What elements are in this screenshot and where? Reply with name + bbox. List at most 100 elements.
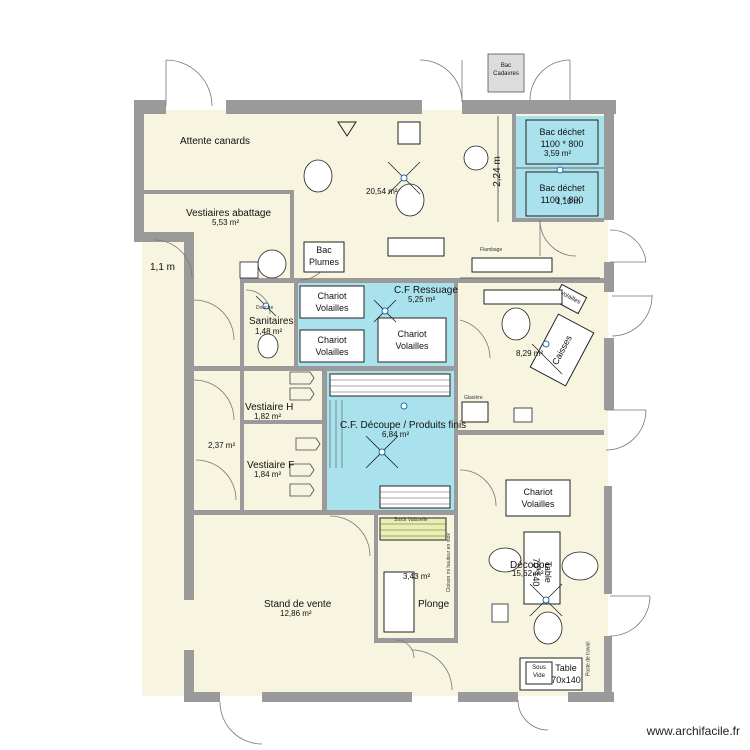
wall-right-3: [604, 338, 614, 410]
bac-dechet-1-line1: Bac déchet: [539, 127, 585, 137]
wall-bottom-2: [262, 692, 412, 702]
sink-attente-2: [395, 183, 425, 217]
sous-vide-line1: Sous: [532, 665, 546, 671]
room-plumage-area: 8,29 m²: [516, 349, 544, 358]
sink-decoupe-2: [561, 551, 599, 581]
chariot-4-label: Chariot Volailles: [506, 486, 570, 510]
flambage-label: Flambage: [480, 247, 503, 253]
wall-int-6: [454, 282, 458, 638]
sinks: [239, 145, 599, 645]
bac-dechet-2-line1: Bac déchet: [539, 183, 585, 193]
bac-cadavres-label: Bac Cadavres: [488, 62, 524, 78]
plonge-sink: [383, 571, 415, 633]
bac-dechet-1-line2: 1100 * 800: [540, 139, 584, 150]
chariot-2-box: [299, 329, 365, 363]
sous-vide-label: Sous Vide: [526, 664, 552, 680]
wall-int-14: [512, 112, 516, 220]
room-stand-vente-area: 12,86 m²: [280, 609, 312, 618]
sink-round-1: [463, 145, 489, 171]
dimension-door-width: 2,24 m: [491, 156, 503, 187]
wall-left-low: [184, 650, 194, 700]
room-decoupe-area: 15,62 m²: [512, 569, 544, 578]
wall-int-2: [290, 192, 294, 282]
shelf-stripes: [329, 379, 450, 537]
bac-plumes-label: Bac Plumes: [304, 244, 344, 268]
table-bottom-label: Table 70x140: [548, 662, 584, 686]
table-decoupe-line1: Table: [543, 561, 554, 583]
chariot-4-box: [505, 479, 571, 517]
wall-left-mid: [184, 240, 194, 600]
room-attente-canards-name: Attente canards: [180, 136, 251, 147]
bac-cadavres-line1: Bac: [500, 63, 512, 69]
wall-top-mid: [226, 100, 422, 114]
wall-bottom-3: [458, 692, 518, 702]
bac-dechet-1-box: [525, 119, 599, 165]
wall-int-5: [294, 282, 298, 368]
wall-int-11: [374, 512, 378, 642]
wall-right-5: [604, 636, 612, 700]
chariot-2-label: Chariot Volailles: [300, 334, 364, 358]
flambage-table: [471, 257, 553, 273]
chariot-2-line2: Volailles: [315, 347, 349, 358]
chariot-2-line1: Chariot: [317, 335, 347, 345]
wall-bottom-4: [568, 692, 614, 702]
poste-label: Poste de travail: [585, 641, 592, 676]
stock-vaisselle-label: Stock Vaisselle: [394, 517, 428, 523]
funnel-icon: [337, 121, 357, 137]
wall-left-top: [134, 100, 144, 240]
bac-dechet-1-label: Bac déchet 1100 * 800: [526, 126, 598, 150]
bac-plumes-line2: Plumes: [308, 257, 339, 268]
sink-attente-1: [303, 159, 333, 193]
caisses-box: [529, 313, 595, 387]
sous-vide-line2: Vide: [533, 673, 545, 680]
room-vestiaires-abattage-area: 5,53 m²: [212, 218, 240, 227]
wall-right-4: [604, 486, 612, 594]
chariot-1-line2: Volailles: [315, 303, 349, 314]
chariot-4-line2: Volailles: [521, 499, 555, 510]
sink-round-2: [257, 249, 287, 279]
sink-plumage: [501, 307, 531, 341]
room-sanitaires-name: Sanitaires: [249, 316, 294, 327]
room-cf-decoupe-area: 6,84 m²: [382, 430, 410, 439]
room-plonge-area: 3,43 m²: [403, 572, 431, 581]
desk-attente: [387, 237, 445, 257]
wall-int-12: [374, 638, 458, 643]
bac-cadavres-box: [487, 53, 525, 93]
chariot-1-label: Chariot Volailles: [300, 290, 364, 314]
bac-dechet-2-label: Bac déchet 1100 * 800: [526, 182, 598, 206]
room-vestiaire-h-area: 1,82 m²: [254, 412, 282, 421]
chariot-1-line1: Chariot: [317, 291, 347, 301]
chariot-3-box: [377, 317, 447, 363]
toilet: [257, 333, 279, 359]
room-attente-canards-area: 20,54 m²: [366, 187, 398, 196]
wall-right: [604, 100, 614, 220]
wall-int-7: [194, 366, 458, 371]
wall-int-4: [240, 280, 244, 510]
room-corridor-area: 2,37 m²: [208, 441, 236, 450]
room-vestiaires-abattage-name: Vestiaires abattage: [186, 208, 272, 219]
room-stand-vente-name: Stand de vente: [264, 599, 332, 610]
room-sanitaires-sub: Douche: [256, 305, 274, 311]
room-bac-dechet-area: 3,59 m²: [544, 149, 572, 158]
wall-int-1: [142, 190, 294, 194]
bac-plumes-box: [303, 241, 345, 273]
shelf-decoupe-bottom: [379, 485, 451, 509]
wall-int-15: [512, 218, 604, 222]
glaciere-label: Glacière: [464, 395, 483, 401]
sous-vide-box: [525, 661, 553, 685]
room-vestiaire-f-name: Vestiaire F: [247, 460, 295, 471]
wall-int-10: [194, 510, 458, 515]
table-bottom-line2: 70x140: [551, 675, 581, 686]
machine-top: [397, 121, 421, 145]
wall-int-3: [240, 278, 604, 283]
watermark: www.archifacile.fr: [646, 724, 740, 738]
chariot-1-box: [299, 285, 365, 319]
bac-plumes-line1: Bac: [316, 245, 332, 255]
room-vestiaire-h-name: Vestiaire H: [245, 402, 294, 413]
sink-decoupe-1: [488, 547, 522, 573]
furniture: [299, 119, 599, 691]
bac-cadavres-line2: Cadavres: [493, 71, 519, 78]
chariot-3-label: Chariot Volailles: [378, 328, 446, 352]
room-cf-ressuage-name: C.F Ressuage: [394, 285, 458, 296]
cloison-label: Cloison mi hauteur en inox: [445, 533, 452, 593]
